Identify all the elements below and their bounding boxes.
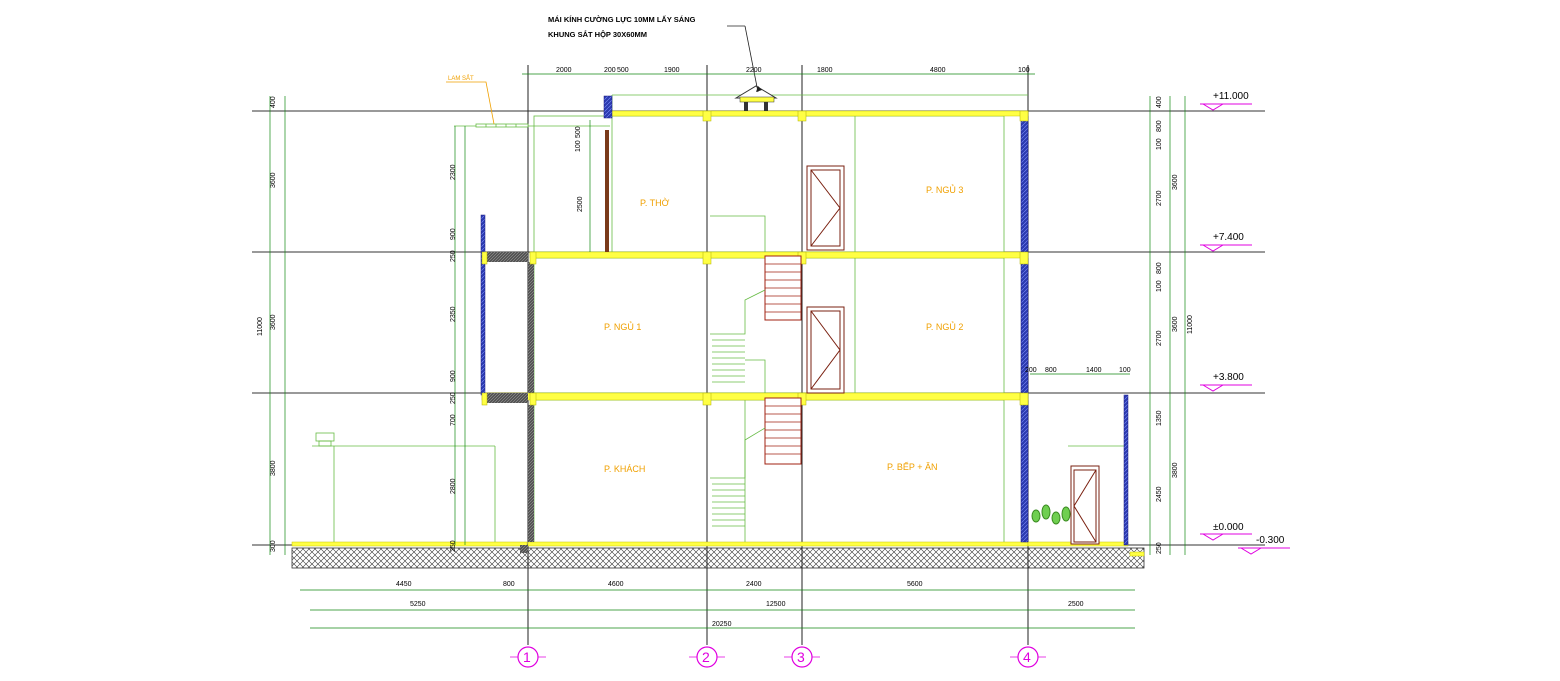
svg-text:100: 100	[575, 140, 582, 152]
svg-text:+3.800: +3.800	[1213, 372, 1244, 383]
room-labels: P. THỜ P. NGỦ 3 P. NGỦ 1 P. NGỦ 2 P. KHÁ…	[604, 184, 963, 474]
side-dimensions: 100 500 2500	[575, 126, 584, 212]
svg-text:1900: 1900	[664, 67, 680, 74]
skylight	[727, 25, 778, 111]
svg-text:200: 200	[1025, 367, 1037, 374]
svg-text:4450: 4450	[396, 581, 412, 588]
svg-text:4800: 4800	[930, 67, 946, 74]
svg-text:5600: 5600	[907, 581, 923, 588]
svg-text:2500: 2500	[1068, 601, 1084, 608]
structure-lines	[312, 94, 1125, 545]
top-dimensions: 2000 200 500 1900 2200 1800 4800 100	[556, 67, 1030, 74]
svg-text:3600: 3600	[270, 314, 277, 330]
louver: LAM SẮT	[446, 74, 529, 128]
svg-text:800: 800	[503, 581, 515, 588]
doors	[806, 165, 1100, 545]
svg-text:100: 100	[1119, 367, 1131, 374]
room-tho: P. THỜ	[640, 198, 670, 208]
svg-text:250: 250	[450, 250, 457, 262]
svg-text:2450: 2450	[1156, 486, 1163, 502]
level-labels: +11.000 +7.400 +3.800 ±0.000 -0.300	[1213, 91, 1285, 546]
svg-text:+11.000: +11.000	[1213, 91, 1249, 102]
axis-2: 2	[702, 649, 710, 665]
room-bep: P. BẾP + ĂN	[887, 462, 937, 472]
svg-text:500: 500	[617, 67, 629, 74]
axis-3: 3	[797, 649, 805, 665]
room-ngu3: P. NGỦ 3	[926, 184, 963, 195]
svg-text:2700: 2700	[1156, 190, 1163, 206]
svg-text:100: 100	[1018, 67, 1030, 74]
svg-text:2500: 2500	[577, 196, 584, 212]
svg-text:700: 700	[450, 414, 457, 426]
svg-text:2350: 2350	[450, 306, 457, 322]
dimension-lines	[269, 73, 1186, 629]
svg-text:300: 300	[270, 540, 277, 552]
svg-text:2700: 2700	[1156, 330, 1163, 346]
svg-text:2300: 2300	[450, 164, 457, 180]
room-khach: P. KHÁCH	[604, 464, 645, 474]
walls	[480, 95, 1129, 546]
svg-text:2400: 2400	[746, 581, 762, 588]
svg-text:KHUNG SẮT HỘP 30X60MM: KHUNG SẮT HỘP 30X60MM	[548, 30, 647, 39]
svg-text:2800: 2800	[450, 478, 457, 494]
svg-text:3600: 3600	[1172, 174, 1179, 190]
svg-text:1400: 1400	[1086, 367, 1102, 374]
svg-text:500: 500	[575, 126, 582, 138]
svg-text:400: 400	[1156, 96, 1163, 108]
svg-text:2200: 2200	[746, 67, 762, 74]
room-ngu2: P. NGỦ 2	[926, 321, 963, 332]
stairs	[710, 215, 802, 527]
svg-text:11000: 11000	[1187, 315, 1194, 334]
svg-text:800: 800	[1156, 120, 1163, 132]
svg-text:900: 900	[450, 228, 457, 240]
slabs	[291, 110, 1145, 557]
parapets	[485, 130, 609, 553]
svg-text:-0.300: -0.300	[1256, 535, 1285, 546]
svg-text:100: 100	[1156, 138, 1163, 150]
svg-text:250: 250	[1156, 542, 1163, 554]
svg-text:11000: 11000	[257, 317, 264, 336]
svg-text:MÁI KÍNH CƯỜNG LỰC 10MM LẤY SÁ: MÁI KÍNH CƯỜNG LỰC 10MM LẤY SÁNG	[548, 14, 696, 24]
svg-text:250: 250	[450, 540, 457, 552]
axis-markers: 1 2 3 4	[510, 646, 1046, 668]
skylight-note: MÁI KÍNH CƯỜNG LỰC 10MM LẤY SÁNG KHUNG S…	[548, 14, 696, 39]
svg-text:800: 800	[1156, 262, 1163, 274]
svg-text:400: 400	[270, 96, 277, 108]
plant	[1031, 504, 1071, 525]
columns	[481, 110, 1029, 406]
annex-dimensions: 200 800 1400 100	[1025, 367, 1131, 374]
svg-text:20250: 20250	[712, 621, 732, 628]
svg-text:100: 100	[1156, 280, 1163, 292]
room-ngu1: P. NGỦ 1	[604, 321, 641, 332]
svg-text:800: 800	[1045, 367, 1057, 374]
floor-lines	[252, 110, 1265, 546]
svg-text:3800: 3800	[1172, 462, 1179, 478]
svg-text:3600: 3600	[1172, 316, 1179, 332]
bottom-dimensions: 4450 800 4600 2400 5600 5250 12500 2500 …	[396, 581, 1084, 628]
svg-text:1350: 1350	[1156, 410, 1163, 426]
left-dimensions: 400 3600 11000 3600 3800 300 2300 900 25…	[257, 96, 457, 552]
svg-text:+7.400: +7.400	[1213, 232, 1244, 243]
svg-text:5250: 5250	[410, 601, 426, 608]
right-dimensions: 400 100 800 2700 3600 100 800 2700 3600 …	[1156, 96, 1194, 554]
svg-text:3800: 3800	[270, 460, 277, 476]
svg-text:200: 200	[604, 67, 616, 74]
svg-text:12500: 12500	[766, 601, 786, 608]
svg-text:3600: 3600	[270, 172, 277, 188]
svg-text:4600: 4600	[608, 581, 624, 588]
svg-text:250: 250	[450, 392, 457, 404]
axis-1: 1	[523, 649, 531, 665]
ground-hatch	[291, 547, 1145, 569]
axis-4: 4	[1023, 649, 1031, 665]
left-annex	[315, 432, 335, 447]
svg-text:900: 900	[450, 370, 457, 382]
svg-text:1800: 1800	[817, 67, 833, 74]
svg-text:2000: 2000	[556, 67, 572, 74]
louver-label: LAM SẮT	[448, 74, 474, 82]
svg-text:±0.000: ±0.000	[1213, 522, 1244, 533]
level-markers	[1200, 103, 1290, 555]
